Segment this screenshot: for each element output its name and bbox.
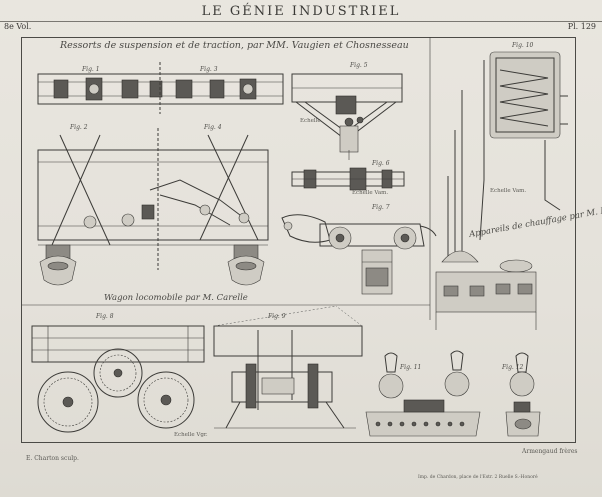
fig10-label: Fig. 10 (512, 42, 534, 49)
page-title: LE GÉNIE INDUSTRIEL (201, 4, 401, 19)
caption-wagon: Wagon locomobile par M. Carelle (104, 293, 248, 303)
wagon-wheel-center (93, 348, 143, 398)
fig12-stove-section (505, 352, 541, 437)
fig2-fig4-side-elevation (37, 128, 269, 286)
fig5-label: Fig. 5 (350, 62, 368, 69)
fig4-label: Fig. 4 (204, 124, 222, 131)
fig5-suspension-detail (291, 73, 403, 160)
fig12-label: Fig. 12 (502, 364, 524, 371)
fig9-wagon-end (213, 305, 363, 429)
wagon-wheel-left (37, 371, 99, 433)
fig1-fig3-chassis-strip (37, 62, 284, 114)
fig10-heating-apparatus (435, 51, 568, 330)
fig3-label: Fig. 3 (200, 66, 218, 73)
plate-frame (21, 37, 576, 443)
caption-suspension: Ressorts de suspension et de traction, p… (60, 40, 409, 51)
header-rule (0, 21, 602, 22)
printer-credit: Imp. de Chardon, place de l'Estr. 2 Ruel… (418, 475, 538, 480)
fig9-label: Fig. 9 (268, 313, 286, 320)
fig7-label: Fig. 7 (372, 204, 390, 211)
plate-number: Pl. 129 (567, 22, 596, 31)
fig11-label: Fig. 11 (400, 364, 422, 371)
fig11-stove (365, 350, 481, 437)
fig2-label: Fig. 2 (70, 124, 88, 131)
volume-label: 8e Vol. (4, 22, 32, 31)
fig1-label: Fig. 1 (82, 66, 100, 73)
fig6-spring-plan (291, 167, 405, 191)
engraver-credit: E. Charton sculp. (26, 455, 79, 462)
publisher-credit: Armengaud frères (522, 448, 578, 455)
scale-fig7: Echelle Vam. (352, 190, 389, 196)
fig8-wagon-side (31, 325, 205, 433)
fig8-label: Fig. 8 (96, 313, 114, 320)
wagon-wheel-right (137, 371, 195, 429)
fig7-coupling (281, 214, 437, 295)
scale-fig5: Echelle (300, 118, 321, 124)
scale-fig10: Echelle Vam. (490, 188, 527, 194)
scale-fig9: Echelle Vgr. (174, 432, 208, 438)
fig6-label: Fig. 6 (372, 160, 390, 167)
